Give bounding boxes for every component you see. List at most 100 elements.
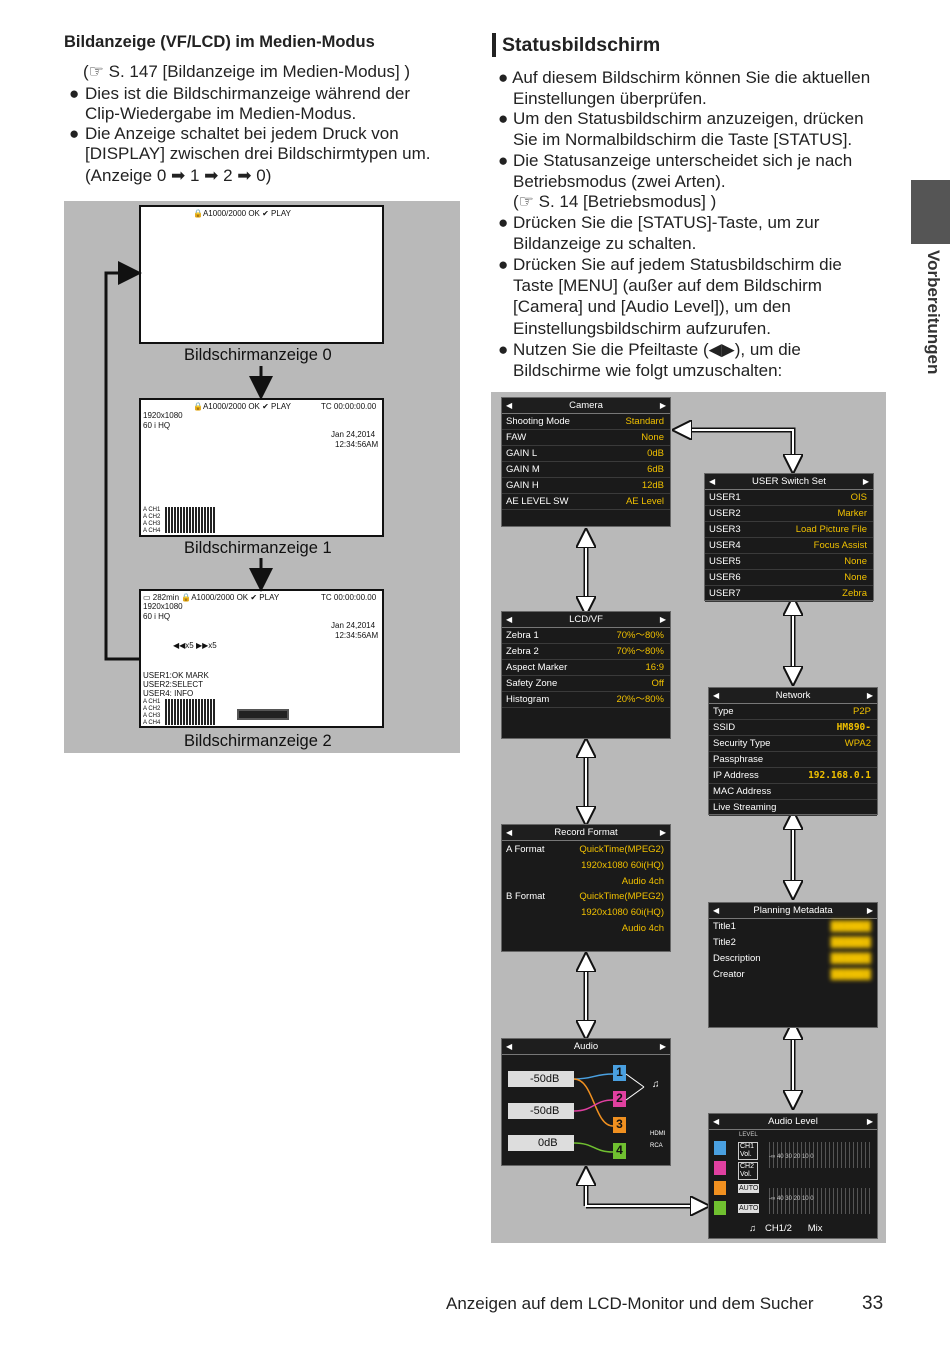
user-row: USER5 None	[705, 554, 873, 570]
user-row-value: Marker	[837, 508, 867, 519]
record-b-resolution: 1920x1080 60i(HQ)	[581, 907, 664, 918]
record-header: ◀Record Format▶	[502, 825, 670, 841]
screen2-ch4: A CH4	[143, 720, 161, 726]
screen2-playback-controls: ◀◀x5 ▶▶x5	[173, 641, 217, 650]
next-arrow-icon[interactable]: ▶	[659, 401, 666, 410]
left-heading: Bildanzeige (VF/LCD) im Medien-Modus	[64, 33, 375, 51]
planning-row: Title1██████	[709, 919, 877, 935]
next-arrow-icon[interactable]: ▶	[862, 477, 869, 486]
prev-arrow-icon[interactable]: ◀	[506, 1042, 513, 1051]
record-a-audio: Audio 4ch	[621, 876, 664, 887]
audio-channel-4: 4	[613, 1143, 626, 1159]
level-ch2-mode: CH2 Vol.	[738, 1162, 758, 1180]
level-label: LEVEL	[739, 1132, 758, 1138]
right-text-line: Einstellungen überprüfen.	[513, 89, 707, 109]
left-bullet-1: ● Dies ist die Bildschirmanzeige während…	[69, 84, 411, 123]
prev-arrow-icon[interactable]: ◀	[713, 691, 720, 700]
screen2-ch1: A CH1	[143, 699, 161, 705]
planning-metadata-status-screen: ◀ Planning Metadata ▶ Title1██████Title2██…	[708, 902, 878, 1028]
left-ref: (☞ S. 147 [Bildanzeige im Medien-Modus] …	[83, 62, 411, 81]
display-screen-2: ▭ 282min 🔒A1000/2000 OK ✔ PLAY TC 00:00:…	[139, 589, 384, 728]
audio-header: ◀Audio▶	[502, 1039, 670, 1055]
lcd-row-label: Zebra 1	[506, 630, 539, 641]
lcd-title: LCD/VF	[569, 614, 603, 625]
right-text-line: (☞ S. 14 [Betriebsmodus] )	[513, 192, 716, 212]
audio-input-1: -50dB	[508, 1071, 574, 1087]
display-screen-0: 🔒A1000/2000 OK ✔ PLAY	[139, 205, 384, 344]
screen2-ch3: A CH3	[143, 713, 161, 719]
right-text: (☞ S. 14 [Betriebsmodus] )	[513, 192, 717, 211]
level-scale-bottom: -∞ 40 30 20 10 0	[769, 1196, 814, 1202]
prev-arrow-icon[interactable]: ◀	[713, 1117, 720, 1126]
screen2-time: 12:34:56AM	[335, 631, 379, 640]
right-heading: Statusbildschirm	[492, 33, 660, 57]
prev-arrow-icon[interactable]: ◀	[506, 828, 513, 837]
camera-row-label: GAIN L	[506, 448, 538, 459]
next-arrow-icon[interactable]: ▶	[866, 906, 873, 915]
camera-row-label: AE LEVEL SW	[506, 496, 569, 507]
planning-title: Planning Metadata	[753, 905, 833, 916]
record-b-format-label: B Format	[506, 891, 546, 902]
right-text-line: Betriebsmodus (zwei Arten).	[513, 172, 726, 192]
audio-channel-1: 1	[613, 1065, 626, 1081]
level-ch1-tag	[714, 1141, 726, 1155]
lcd-header: ◀ LCD/VF ▶	[502, 612, 670, 628]
user-row-label: USER4	[709, 540, 741, 551]
network-row-label: SSID	[713, 722, 736, 733]
caption-screen-2: Bildschirmanzeige 2	[184, 732, 332, 750]
level-ch4-tag	[714, 1201, 726, 1215]
right-text-line: Sie im Normalbildschirm die Taste [STATU…	[513, 130, 852, 150]
next-arrow-icon[interactable]: ▶	[659, 615, 666, 624]
audio-level-status-screen: ◀Audio Level▶ LEVEL CH1 Vol. CH2 Vol. AU…	[708, 1113, 878, 1239]
lcd-row-label: Safety Zone	[506, 678, 558, 689]
user-row-value: None	[844, 572, 867, 583]
next-arrow-icon[interactable]: ▶	[659, 1042, 666, 1051]
next-arrow-icon[interactable]: ▶	[866, 1117, 873, 1126]
planning-row: Title2██████	[709, 935, 877, 951]
camera-header: ◀Camera▶	[502, 398, 670, 414]
right-text: Auf diesem Bildschirm können Sie die akt…	[512, 68, 871, 87]
prev-arrow-icon[interactable]: ◀	[709, 477, 716, 486]
record-a-format-label: A Format	[506, 844, 545, 855]
headphone-icon: ♫	[749, 1223, 757, 1234]
next-arrow-icon[interactable]: ▶	[866, 691, 873, 700]
next-arrow-icon[interactable]: ▶	[659, 828, 666, 837]
bullet-dot: ●	[498, 255, 513, 274]
prev-arrow-icon[interactable]: ◀	[713, 906, 720, 915]
planning-header: ◀ Planning Metadata ▶	[709, 903, 877, 919]
user-row-value: Load Picture File	[795, 524, 867, 535]
camera-row-label: Shooting Mode	[506, 416, 570, 427]
bullet-dot: ●	[498, 151, 513, 170]
user-row-label: USER5	[709, 556, 741, 567]
camera-row-label: GAIN M	[506, 464, 540, 475]
prev-arrow-icon[interactable]: ◀	[506, 401, 513, 410]
right-text-line: [Camera] und [Audio Level]), um den	[513, 297, 791, 317]
screen1-ch4: A CH4	[143, 528, 161, 534]
right-text: Nutzen Sie die Pfeiltaste (◀▶), um die	[513, 340, 801, 359]
network-row-value: WPA2	[844, 738, 871, 749]
audio-output-hdmi: HDMI	[650, 1131, 666, 1137]
level-meter-ch3-4	[769, 1188, 873, 1214]
user-row-value: None	[844, 556, 867, 567]
prev-arrow-icon[interactable]: ◀	[506, 615, 513, 624]
screen2-user4: USER4: INFO	[143, 689, 194, 698]
user-row-label: USER6	[709, 572, 741, 583]
right-text-line: Bildschirme wie folgt umzuschalten:	[513, 361, 782, 381]
level-meter-ch1-2	[769, 1142, 873, 1168]
audio-channel-2: 2	[613, 1091, 626, 1107]
right-text: Drücken Sie die [STATUS]-Taste, um zur	[513, 213, 820, 232]
page-number: 33	[862, 1293, 884, 1314]
network-row-value: HM890-	[836, 722, 871, 733]
